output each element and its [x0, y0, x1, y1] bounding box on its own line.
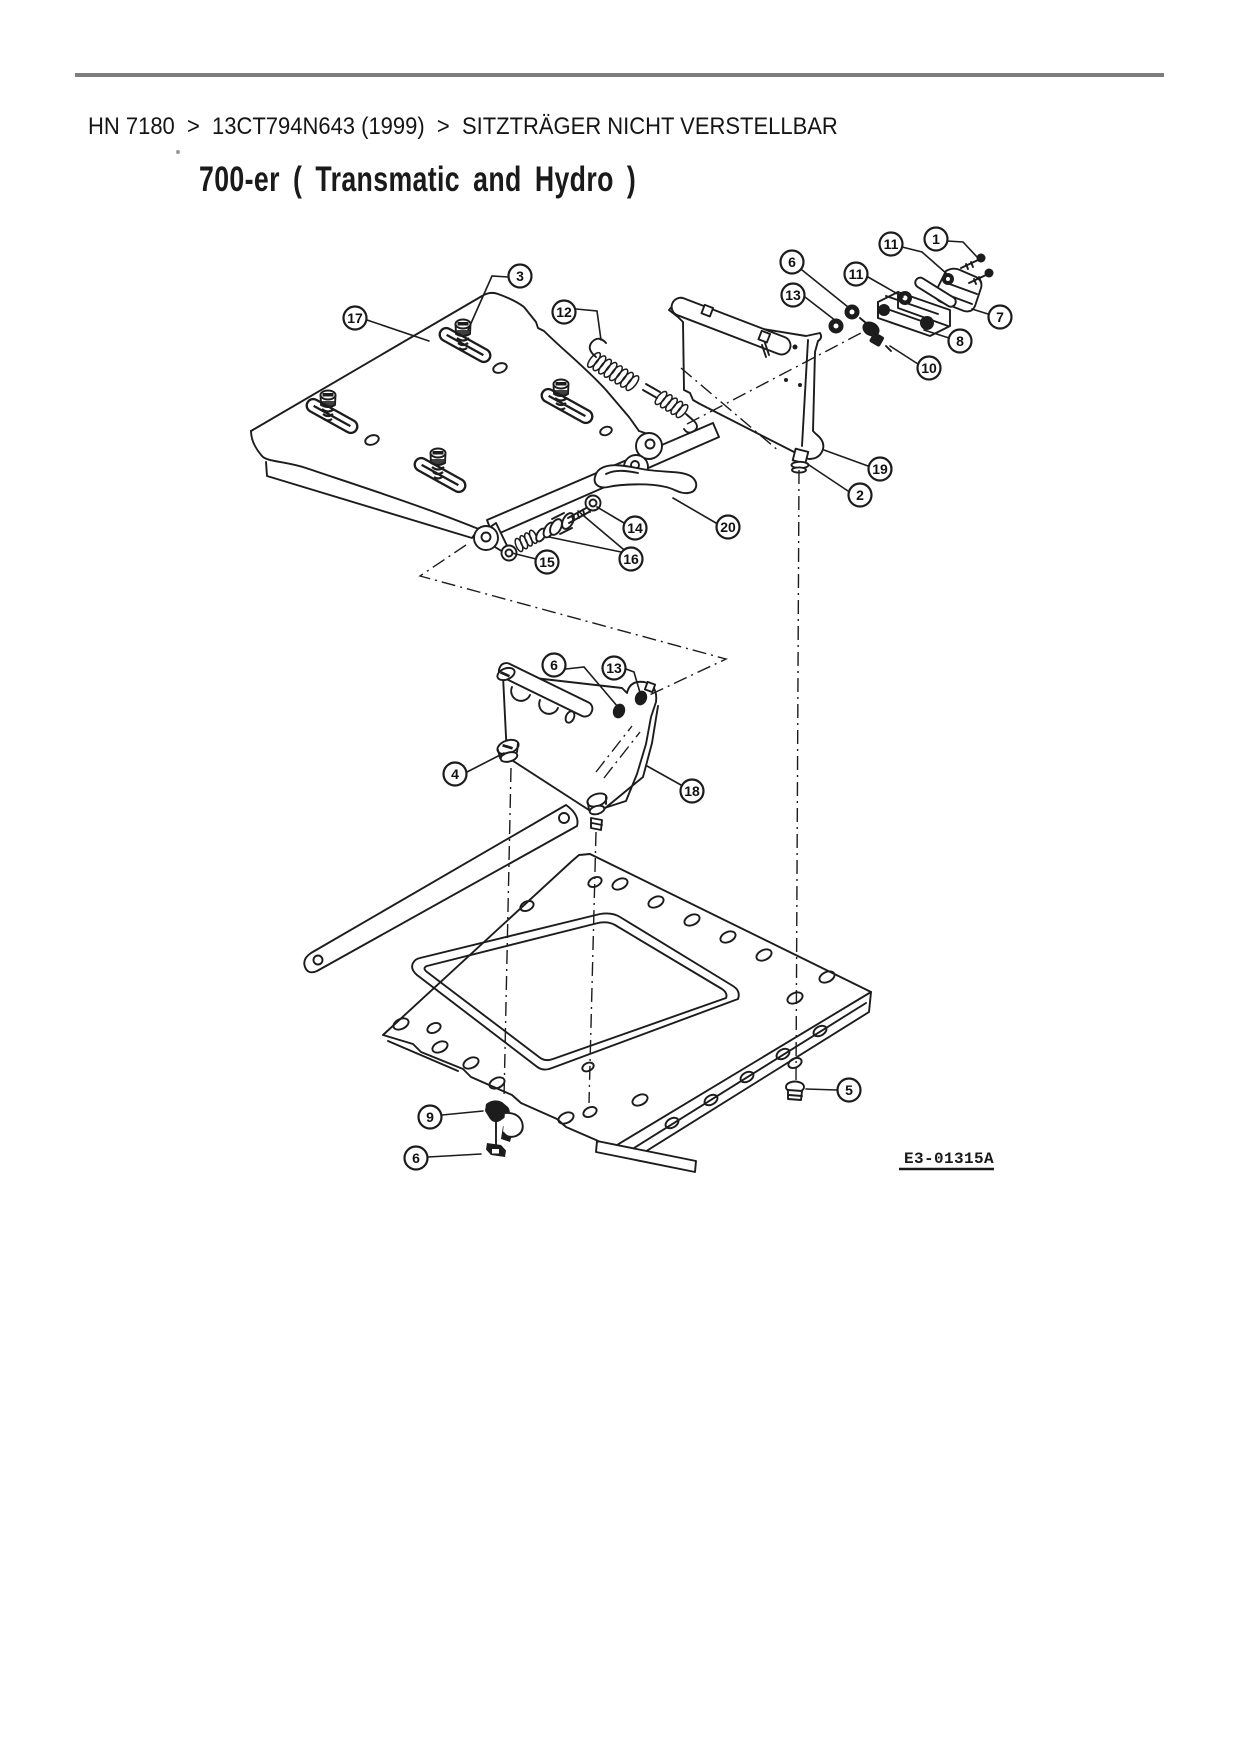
svg-text:20: 20 — [720, 519, 736, 535]
svg-text:5: 5 — [845, 1082, 853, 1098]
svg-text:10: 10 — [921, 360, 937, 376]
svg-text:13: 13 — [785, 287, 801, 303]
svg-text:12: 12 — [556, 304, 572, 320]
svg-text:19: 19 — [872, 461, 888, 477]
svg-text:6: 6 — [788, 254, 796, 270]
svg-text:14: 14 — [627, 520, 643, 536]
svg-text:4: 4 — [451, 766, 459, 782]
svg-text:15: 15 — [539, 554, 555, 570]
svg-text:E3-01315A: E3-01315A — [904, 1150, 994, 1168]
svg-text:17: 17 — [347, 310, 363, 326]
svg-text:13: 13 — [606, 660, 622, 676]
svg-text:11: 11 — [884, 236, 899, 252]
svg-text:11: 11 — [849, 266, 864, 282]
svg-text:8: 8 — [956, 333, 964, 349]
svg-text:16: 16 — [623, 551, 639, 567]
svg-text:6: 6 — [550, 657, 558, 673]
svg-text:2: 2 — [856, 487, 864, 503]
svg-text:3: 3 — [516, 268, 524, 284]
svg-text:18: 18 — [684, 783, 700, 799]
svg-text:9: 9 — [426, 1109, 434, 1125]
svg-text:6: 6 — [412, 1150, 420, 1166]
svg-text:7: 7 — [996, 309, 1004, 325]
svg-text:1: 1 — [932, 231, 940, 247]
